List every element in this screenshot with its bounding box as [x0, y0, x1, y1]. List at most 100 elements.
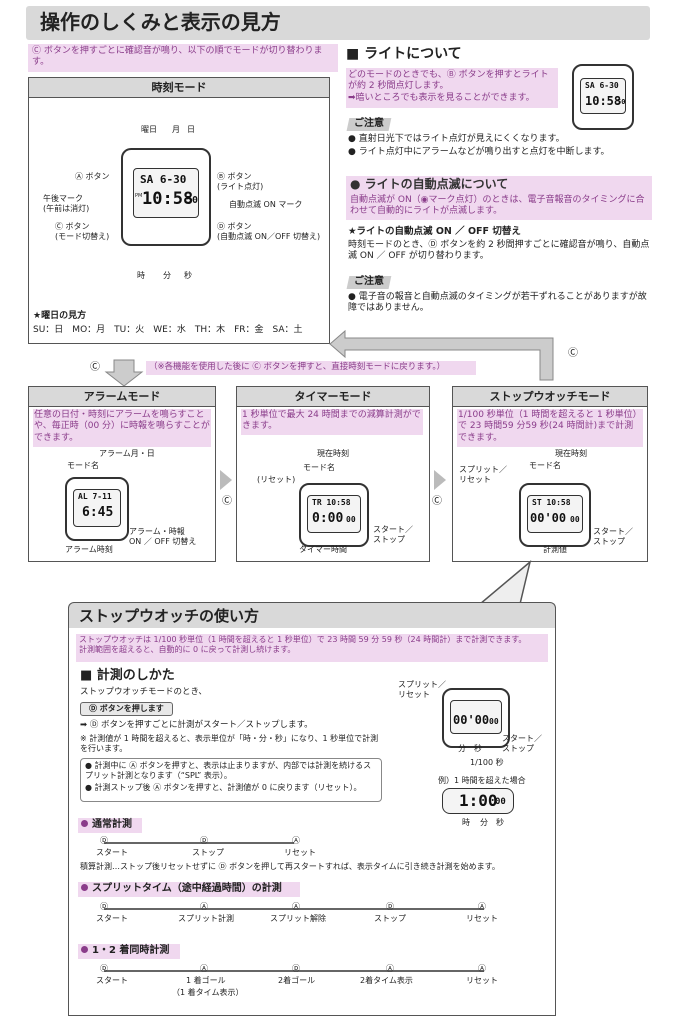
sw-measure-label: 計測値 — [543, 545, 567, 554]
normal-title: 通常計測 — [78, 818, 142, 833]
page-title-bar: 操作のしくみと表示の見方 — [26, 6, 650, 40]
sw-watch-lcd: ST 10:58 00'00 00 — [527, 495, 583, 533]
race-step-5-label: リセット — [466, 976, 498, 985]
usage-lcd-main: 00'00 — [453, 713, 490, 727]
date-label: 日 — [187, 125, 195, 134]
usage-startstop-label: スタート／ ストップ — [502, 734, 542, 753]
alarm-mode-name-label: モード名 — [67, 461, 99, 470]
pm-indicator: PM — [135, 193, 143, 199]
press-desc: ➡ Ⓓ ボタンを押すごとに計測がスタート／ストップします。 — [80, 720, 313, 730]
timer-current-label: 現在時刻 — [317, 449, 349, 458]
auto-sub-text: 時刻モードのとき、Ⓓ ボタンを約 2 秒間押すごとに確認音が鳴り、自動点滅 ON… — [348, 240, 650, 262]
watch-lcd: SA 6-30 PM 10:58 50 — [133, 168, 199, 218]
alarm-toggle-label: アラーム・時報 ON ／ OFF 切替え — [129, 527, 197, 546]
split-step-1-label: スタート — [96, 914, 128, 923]
b-button-label: Ⓑ ボタン (ライト点灯) — [217, 172, 264, 191]
split-step-5-btn: Ⓐ — [478, 902, 486, 911]
split-step-2-label: スプリット計測 — [178, 914, 234, 923]
timekeeping-header: 時刻モード — [29, 78, 329, 98]
day-label: 曜日 — [141, 125, 157, 134]
stopwatch-panel: ストップウオッチモード 1/100 秒単位（1 時間を超えると 1 秒単位）で … — [452, 386, 648, 562]
race-step-5-btn: Ⓐ — [478, 964, 486, 973]
timekeeping-panel: 時刻モード 曜日 月 日 Ⓐ ボタン 午後マーク (午前は消灯) Ⓒ ボタン (… — [28, 77, 330, 344]
timer-header: タイマーモード — [237, 387, 429, 407]
alarm-time-label: アラーム時刻 — [65, 545, 113, 554]
auto-caution-badge: ご注意 — [346, 276, 392, 289]
sw-startstop-label: スタート／ ストップ — [593, 527, 633, 546]
race-step-4-btn: Ⓐ — [386, 964, 394, 973]
race-step-4-label: 2着タイム表示 — [360, 976, 413, 985]
alarm-month-day-label: アラーム月・日 — [99, 449, 155, 458]
press-d-button[interactable]: Ⓓ ボタンを押します — [80, 702, 173, 716]
normal-step-1-label: スタート — [96, 848, 128, 857]
light-lcd-main: 10:58 — [585, 94, 622, 108]
minute-label: 分 — [163, 271, 171, 280]
split-step-1-btn: Ⓓ — [100, 902, 108, 911]
race-step-2-sub: （1 着タイム表示） — [172, 988, 244, 997]
sw-lcd-main: 00'00 — [530, 511, 567, 525]
watch-illustration: SA 6-30 PM 10:58 50 — [121, 148, 211, 246]
race-step-3-btn: Ⓓ — [292, 964, 300, 973]
alarm-header: アラームモード — [29, 387, 215, 407]
usage-heading-tab: ストップウオッチの使い方 — [68, 602, 556, 630]
normal-flow-line — [104, 842, 294, 844]
auto-text: 自動点滅が ON（◉マーク点灯）のときは、電子音報音のタイミングに合わせて自動的… — [346, 194, 652, 220]
lcd-seconds: 50 — [186, 195, 199, 206]
callout-pointer — [477, 560, 532, 605]
alarm-lcd-top: AL 7-11 — [78, 492, 112, 501]
auto-sub-heading: ★ライトの自動点滅 ON ／ OFF 切替え — [348, 226, 521, 237]
split-title: スプリットタイム（途中経過時間）の計測 — [78, 882, 300, 897]
caution-label: ご注意 — [354, 118, 384, 129]
race-title: 1・2 着同時計測 — [78, 944, 180, 959]
split-title-text: スプリットタイム（途中経過時間）の計測 — [92, 883, 282, 894]
timer-startstop-label: スタート／ ストップ — [373, 525, 413, 544]
example-hour-label: 時 — [462, 818, 470, 827]
flow-arrow-1 — [220, 470, 232, 490]
flow-c-mark-right: Ⓒ — [568, 348, 578, 359]
timer-watch: TR 10:58 0:00 00 — [299, 483, 369, 547]
split-step-4-btn: Ⓓ — [386, 902, 394, 911]
d-button-label: Ⓓ ボタン (自動点滅 ON／OFF 切替え) — [217, 222, 321, 241]
hour-label: 時 — [137, 271, 145, 280]
week-title: ★曜日の見方 — [33, 311, 87, 321]
timer-lcd-main: 0:00 — [312, 511, 344, 526]
flow-note: （※各機能を使用した後に Ⓒ ボタンを押すと、直接時刻モードに戻ります。） — [146, 361, 476, 375]
auto-heading: ● ライトの自動点滅について — [346, 176, 652, 194]
a-button-label: Ⓐ ボタン — [75, 172, 110, 181]
lcd-main: 10:58 — [142, 189, 194, 209]
timer-reset-label: (リセット) — [257, 475, 296, 484]
flow-c-mark-1: Ⓒ — [222, 496, 232, 507]
example-sec-label: 秒 — [496, 818, 504, 827]
alarm-text: 任意の日付・時刻にアラームを鳴らすことや、毎正時（00 分）に時報を鳴らすことが… — [33, 409, 211, 447]
split-step-3-label: スプリット解除 — [270, 914, 326, 923]
alarm-watch: AL 7-11 6:45 — [65, 477, 129, 541]
usage-split-label: スプリット／ リセット — [398, 680, 446, 699]
usage-lcd-sec: 00 — [489, 717, 499, 726]
timer-lcd-top: TR 10:58 — [312, 498, 351, 507]
intro-text: Ⓒ ボタンを押すごとに確認音が鳴り、以下の順でモードが切り替わります。 — [28, 44, 338, 72]
light-watch-lcd: SA 6-30 10:58 50 — [580, 78, 626, 114]
sw-watch: ST 10:58 00'00 00 — [519, 483, 591, 547]
stopwatch-text: 1/100 秒単位（1 時間を超えると 1 秒単位）で 23 時間59 分59 … — [457, 409, 643, 447]
mode-flow-arrows — [104, 329, 554, 387]
timer-watch-lcd: TR 10:58 0:00 00 — [307, 495, 361, 533]
sw-lcd-top: ST 10:58 — [532, 498, 571, 507]
light-text: どのモードのときでも、Ⓑ ボタンを押すとライトが約 2 秒間点灯します。 ➡暗い… — [346, 68, 558, 108]
race-step-3-label: 2着ゴール — [278, 976, 316, 985]
stopwatch-header: ストップウオッチモード — [453, 387, 647, 407]
second-label: 秒 — [184, 271, 192, 280]
usage-watch-lcd: 00'00 00 — [450, 700, 502, 734]
race-step-2-btn: Ⓐ — [200, 964, 208, 973]
usage-min-label: 分 — [458, 744, 466, 753]
split-step-4-label: ストップ — [374, 914, 406, 923]
split-step-2-btn: Ⓐ — [200, 902, 208, 911]
light-caution-1: ● 直射日光下ではライト点灯が見えにくくなります。 — [348, 134, 565, 144]
usage-sec-label: 秒 — [474, 744, 482, 753]
light-caution-badge: ご注意 — [346, 118, 392, 131]
light-lcd-top: SA 6-30 — [585, 81, 619, 90]
auto-caution: ● 電子音の報音と自動点滅のタイミングが若干ずれることがありますが故障ではありま… — [348, 292, 647, 314]
timer-text: 1 秒単位で最大 24 時間までの減算計測ができます。 — [241, 409, 423, 435]
week-list: SU：日 MO：月 TU：火 WE：水 TH：木 FR：金 SA：土 — [33, 325, 303, 335]
flow-c-mark: Ⓒ — [90, 362, 100, 373]
sw-split-label: スプリット／ リセット — [459, 465, 507, 484]
